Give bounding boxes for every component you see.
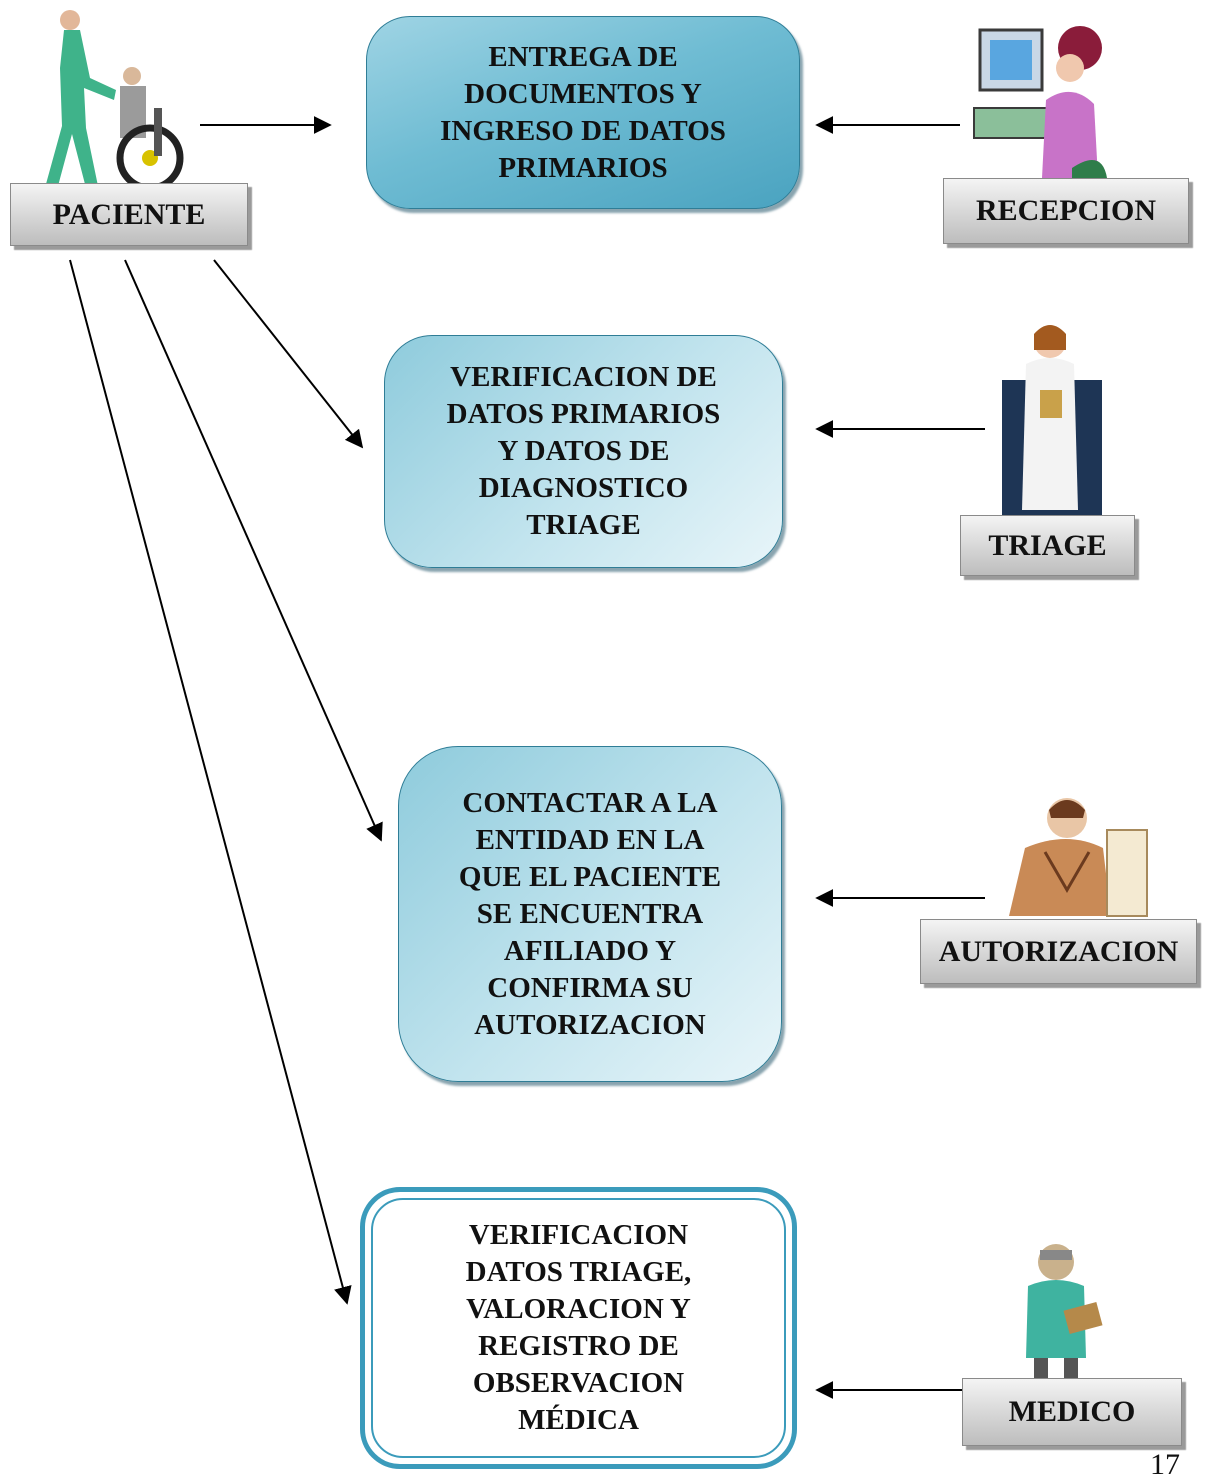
step-verificacion-medica: VERIFICACION DATOS TRIAGE, VALORACION Y … bbox=[360, 1187, 797, 1469]
patient-wheelchair-icon bbox=[46, 10, 184, 192]
page-number: 17 bbox=[1150, 1448, 1180, 1475]
step-verificacion-medica-text: VERIFICACION DATOS TRIAGE, VALORACION Y … bbox=[371, 1198, 786, 1458]
actor-label-triage: TRIAGE bbox=[960, 515, 1135, 576]
step-entrega-documentos: ENTREGA DE DOCUMENTOS Y INGRESO DE DATOS… bbox=[366, 16, 800, 209]
arrow-paciente-to-verificacion bbox=[213, 259, 364, 449]
actor-label-paciente: PACIENTE bbox=[10, 183, 248, 246]
clerk-desk-icon bbox=[1009, 798, 1148, 917]
actor-label-medico: MEDICO bbox=[962, 1378, 1182, 1446]
actor-label-autorizacion: AUTORIZACION bbox=[920, 919, 1197, 984]
receptionist-computer-icon bbox=[973, 26, 1107, 184]
actor-label-recepcion: RECEPCION bbox=[943, 178, 1189, 244]
nurse-clipboard-icon bbox=[1002, 325, 1102, 520]
step-contactar-entidad: CONTACTAR A LA ENTIDAD EN LA QUE EL PACI… bbox=[398, 746, 782, 1082]
step-verificacion-triage: VERIFICACION DE DATOS PRIMARIOS Y DATOS … bbox=[384, 335, 783, 568]
arrow-paciente-to-contactar bbox=[124, 259, 383, 842]
doctor-clipboard-icon bbox=[1026, 1244, 1103, 1378]
arrow-paciente-to-verificacion-medica bbox=[69, 259, 352, 1305]
